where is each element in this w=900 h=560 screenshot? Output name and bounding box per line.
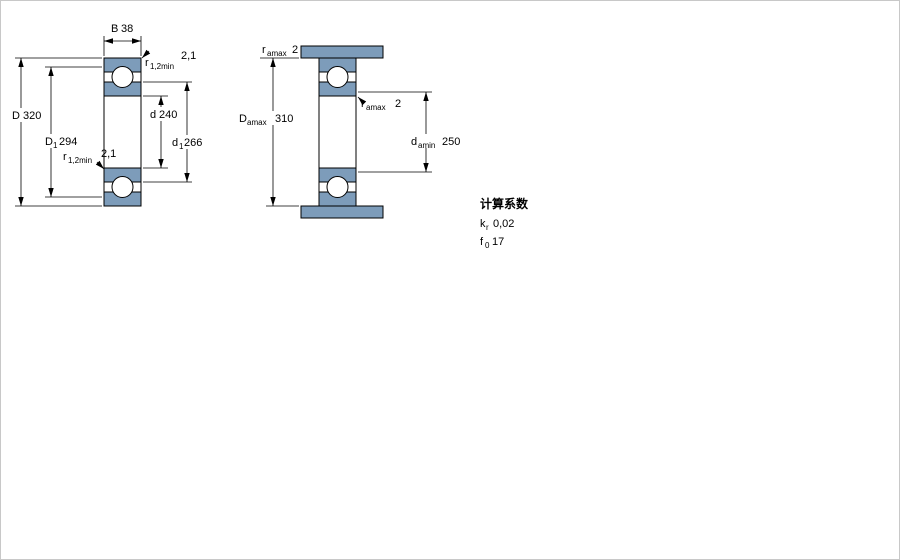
dimension-damin: d amin 250 (358, 91, 470, 173)
dim-D1-symbol: D (45, 136, 53, 148)
dim-d1-symbol: d (172, 137, 178, 149)
label-backing (42, 134, 84, 148)
dimension-D: D 320 (9, 57, 102, 207)
leader-line (141, 49, 151, 59)
leader-line (357, 96, 367, 106)
label-backing (236, 111, 298, 125)
factor-f0-subscript: 0 (485, 241, 490, 250)
right-bearing-outline (318, 57, 357, 207)
dimension-ramax-mid: r amax 2 (357, 96, 401, 112)
dim-ra-mid-value: 2 (395, 98, 401, 110)
dim-ra-top-symbol: r (262, 44, 266, 56)
dim-r-bottom-value: 2,1 (101, 148, 116, 160)
left-bearing-outline (103, 57, 142, 207)
dim-damin-subscript: amin (418, 141, 435, 150)
factor-f0-value: 17 (492, 236, 504, 248)
dimension-B: B 38 (103, 23, 142, 56)
dim-Damax-symbol: D (239, 113, 247, 125)
dim-r-top-value: 2,1 (181, 50, 196, 62)
left-ball-top (111, 66, 134, 88)
dim-r-bottom-symbol: r (63, 151, 67, 163)
right-ball-bottom (326, 176, 349, 198)
calculation-factors-title: 计算系数 (480, 196, 529, 211)
dim-ra-mid-subscript: amax (366, 103, 386, 112)
dimension-r12min-bottom: r 1,2min 2,1 (63, 148, 116, 170)
housing-shoulder (300, 45, 384, 59)
factor-kr-symbol: k (480, 218, 486, 230)
dim-d-symbol: d (150, 109, 156, 121)
label-backing (169, 135, 209, 149)
dim-d1-subscript: 1 (179, 142, 184, 151)
left-view: B 38 D 320 D 1 294 r 1,2min 2,1 (9, 23, 209, 207)
label-backing (408, 134, 470, 148)
dim-ra-top-subscript: amax (267, 49, 287, 58)
right-ball-top (326, 66, 349, 88)
label-backing (9, 108, 47, 122)
dim-d1-value: 266 (184, 137, 202, 149)
dim-Damax-value: 310 (275, 113, 293, 125)
dimension-D1: D 1 294 (42, 66, 102, 198)
leader-line (95, 160, 105, 170)
dim-d-value: 240 (159, 109, 177, 121)
dim-B-value: 38 (121, 23, 133, 35)
dimension-d: d 240 (143, 95, 182, 169)
dimension-r12min-top: r 1,2min 2,1 (141, 49, 196, 71)
factor-f0-symbol: f (480, 236, 484, 248)
dim-D1-value: 294 (59, 136, 77, 148)
shaft-shoulder (300, 205, 384, 219)
dimension-Damax: D amax 310 (236, 58, 299, 207)
right-view: r amax 2 D amax 310 r amax 2 d amin (236, 44, 470, 219)
dim-ra-top-value: 2 (292, 44, 298, 56)
dim-r-top-symbol: r (145, 57, 149, 69)
dim-r-top-subscript: 1,2min (150, 62, 174, 71)
dimension-ramax-top: r amax 2 (260, 44, 299, 59)
dim-B-symbol: B (111, 23, 118, 35)
dim-D1-subscript: 1 (53, 141, 58, 150)
calculation-factors: 计算系数 k r 0,02 f 0 17 (480, 196, 529, 250)
dim-D-value: 320 (23, 110, 41, 122)
label-backing (146, 107, 182, 121)
dim-r-bottom-subscript: 1,2min (68, 156, 92, 165)
factor-kr-value: 0,02 (493, 218, 514, 230)
dim-damin-value: 250 (442, 136, 460, 148)
dimension-d1: d 1 266 (143, 81, 209, 183)
dim-damin-symbol: d (411, 136, 417, 148)
factor-kr-subscript: r (486, 223, 489, 232)
dim-Damax-subscript: amax (247, 118, 267, 127)
dim-ra-mid-symbol: r (361, 98, 365, 110)
dim-D-symbol: D (12, 110, 20, 122)
left-ball-bottom (111, 176, 134, 198)
